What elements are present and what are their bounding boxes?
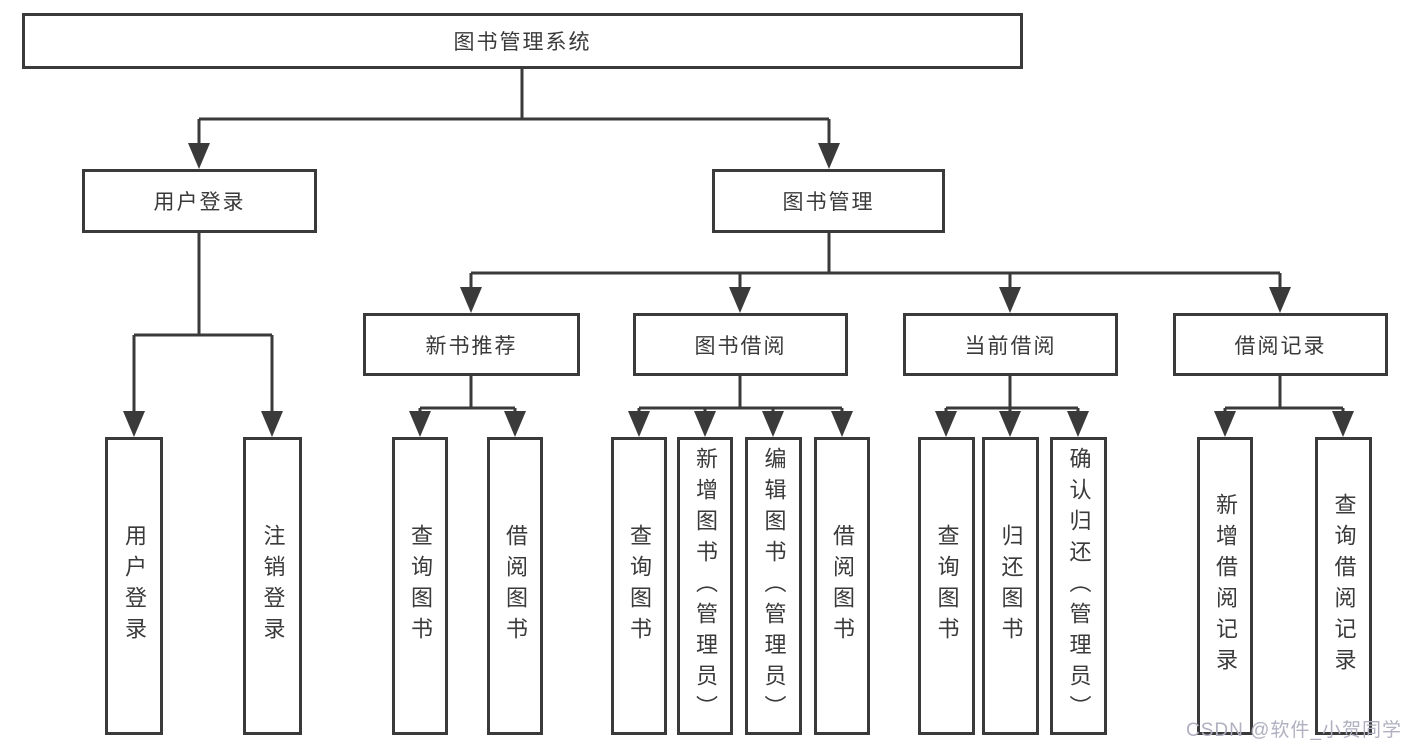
arrowhead-icon [831, 411, 853, 437]
node-current-borrowing: 当前借阅 [903, 313, 1118, 376]
node-borrow-records: 借阅记录 [1173, 313, 1388, 376]
connector-line [418, 376, 517, 419]
node-label-book-management: 图书管理 [782, 191, 875, 214]
node-label-root-system: 图书管理系统 [453, 31, 592, 54]
node-leaf-br-query: 查询借阅记录 [1315, 437, 1372, 735]
node-label-leaf-user-login: 用户登录 [122, 524, 147, 648]
arrowhead-icon [935, 411, 957, 437]
node-label-leaf-br-add: 新增借阅记录 [1213, 493, 1238, 679]
node-label-leaf-bb-add: 新增图书（管理员） [693, 446, 718, 726]
node-label-leaf-nb-borrow: 借阅图书 [503, 524, 528, 648]
node-label-leaf-cb-return: 归还图书 [998, 524, 1024, 648]
node-label-leaf-cb-confirm: 确认归还（管理员） [1066, 446, 1092, 726]
node-user-login: 用户登录 [82, 169, 317, 233]
arrowhead-icon [694, 411, 716, 437]
arrowhead-icon [999, 411, 1021, 437]
csdn-watermark: CSDN @软件_小贺同学 [1186, 720, 1402, 741]
node-new-book-recommend: 新书推荐 [363, 313, 580, 376]
connector-line [132, 233, 274, 419]
node-book-borrowing: 图书借阅 [633, 313, 848, 376]
connector-line [469, 233, 1282, 295]
node-label-book-borrowing: 图书借阅 [694, 334, 787, 358]
connector-line [637, 376, 844, 419]
arrowhead-icon [628, 411, 650, 437]
arrowhead-icon [460, 287, 482, 313]
node-leaf-cb-query: 查询图书 [918, 437, 975, 735]
node-label-leaf-bb-query: 查询图书 [627, 524, 652, 648]
arrowhead-icon [504, 411, 526, 437]
node-leaf-cb-return: 归还图书 [982, 437, 1039, 735]
node-leaf-nb-borrow: 借阅图书 [487, 437, 543, 735]
node-leaf-bb-add: 新增图书（管理员） [677, 437, 733, 735]
node-leaf-bb-edit: 编辑图书（管理员） [745, 437, 802, 735]
node-label-leaf-nb-query: 查询图书 [408, 524, 433, 648]
arrowhead-icon [123, 411, 145, 437]
arrowhead-icon [1269, 287, 1291, 313]
node-label-leaf-br-query: 查询借阅记录 [1331, 493, 1357, 679]
arrowhead-icon [762, 411, 784, 437]
node-label-leaf-bb-edit: 编辑图书（管理员） [761, 446, 787, 726]
arrowhead-icon [999, 287, 1021, 313]
node-leaf-br-add: 新增借阅记录 [1197, 437, 1253, 735]
node-leaf-bb-borrow: 借阅图书 [814, 437, 870, 735]
node-leaf-nb-query: 查询图书 [392, 437, 448, 735]
node-root-system: 图书管理系统 [22, 13, 1023, 69]
arrowhead-icon [1214, 411, 1236, 437]
node-leaf-logout: 注销登录 [243, 437, 302, 735]
arrowhead-icon [1332, 411, 1354, 437]
node-label-leaf-logout: 注销登录 [260, 524, 286, 648]
arrowhead-icon [409, 411, 431, 437]
node-leaf-user-login: 用户登录 [105, 437, 163, 735]
connector-line [197, 69, 831, 151]
arrowhead-icon [818, 143, 840, 169]
node-label-borrow-records: 借阅记录 [1234, 334, 1327, 358]
node-label-leaf-bb-borrow: 借阅图书 [830, 524, 855, 648]
node-leaf-cb-confirm: 确认归还（管理员） [1050, 437, 1107, 735]
node-leaf-bb-query: 查询图书 [611, 437, 667, 735]
arrowhead-icon [1067, 411, 1089, 437]
arrowhead-icon [188, 143, 210, 169]
node-label-user-login: 用户登录 [153, 191, 246, 214]
node-label-current-borrowing: 当前借阅 [964, 334, 1057, 358]
node-label-leaf-cb-query: 查询图书 [934, 524, 960, 648]
arrowhead-icon [261, 411, 283, 437]
connector-line [1223, 376, 1345, 419]
node-label-new-book-recommend: 新书推荐 [425, 334, 518, 358]
node-book-management: 图书管理 [712, 169, 945, 233]
arrowhead-icon [729, 287, 751, 313]
